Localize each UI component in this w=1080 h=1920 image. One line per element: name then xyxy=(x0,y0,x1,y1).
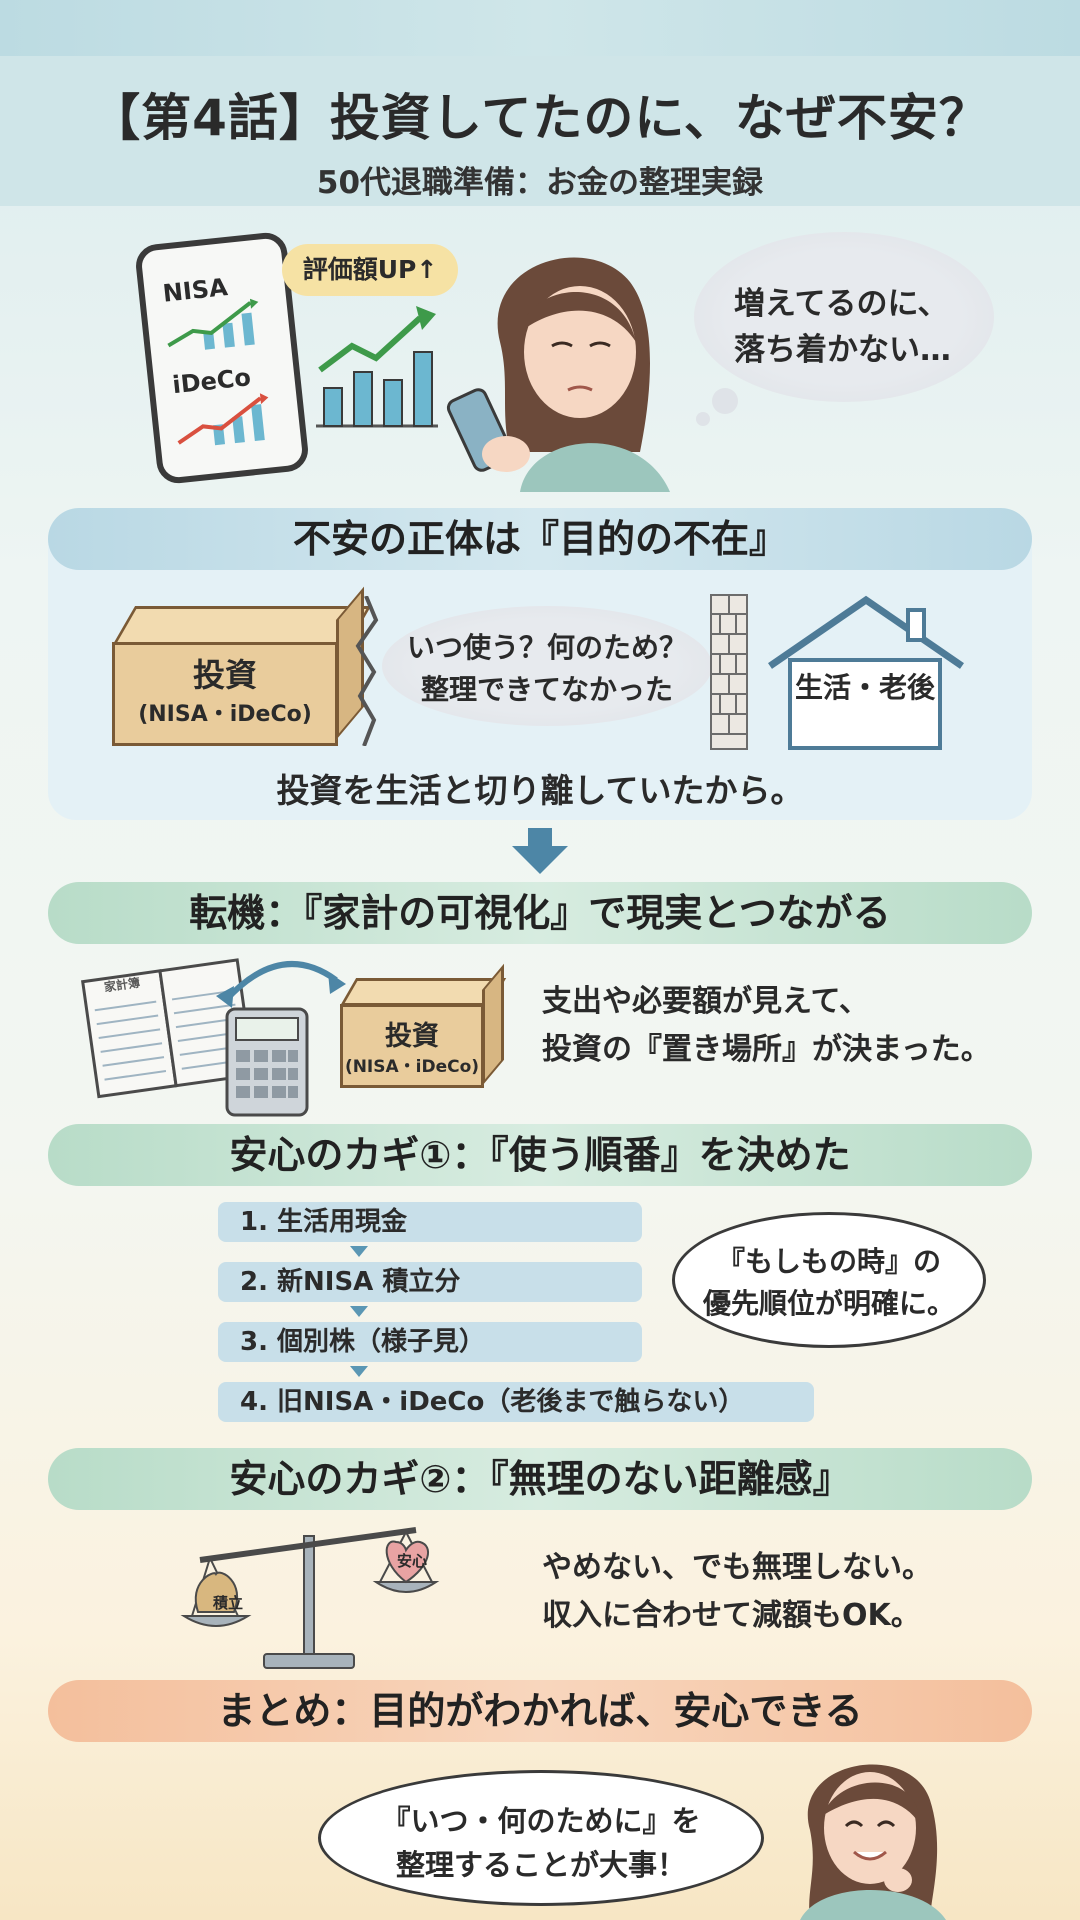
section4-heading: 安心のカギ②：『無理のない距離感』 xyxy=(48,1448,1032,1510)
page-title: 【第4話】投資してたのに、なぜ不安？ xyxy=(90,89,990,147)
section2-line-2: 投資の『置き場所』が決まった。 xyxy=(542,1032,991,1067)
calculator-icon xyxy=(225,1007,309,1117)
thought-dot-small xyxy=(696,412,710,426)
ideco-chart-icon xyxy=(177,393,269,446)
house-label: 生活・老後 xyxy=(794,671,935,704)
thought-dot-large xyxy=(712,388,738,414)
thought-line-1: 増えてるのに、 xyxy=(734,286,949,322)
order-step-2: 2. 新NISA 積立分 xyxy=(218,1262,642,1302)
section2-heading: 転機：『家計の可視化』で現実とつながる xyxy=(48,882,1032,944)
question-cloud xyxy=(382,606,712,726)
step-arrow-2 xyxy=(350,1306,368,1317)
order-step-3: 3. 個別株（様子見） xyxy=(218,1322,642,1362)
box2-subtitle: (NISA・iDeCo) xyxy=(344,1057,480,1077)
box2-title: 投資 xyxy=(385,1021,439,1052)
order-step-4: 4. 旧NISA・iDeCo（老後まで触らない） xyxy=(218,1382,814,1422)
step-arrow-3 xyxy=(350,1366,368,1377)
exchange-arrow-icon xyxy=(216,961,346,1008)
thought-cloud xyxy=(694,232,994,402)
house-icon xyxy=(768,595,964,750)
box-subtitle: (NISA・iDeCo) xyxy=(138,702,312,727)
section2-line-1: 支出や必要額が見えて、 xyxy=(542,984,869,1019)
question-line-2: 整理できてなかった xyxy=(420,673,673,706)
value-badge: 評価額UP↑ xyxy=(282,244,458,296)
phone-illustration: NISA iDeCo xyxy=(133,230,311,486)
box-title: 投資 xyxy=(192,656,257,694)
summary-speech-bubble xyxy=(318,1770,764,1906)
box-top xyxy=(112,606,372,646)
smiling-woman-illustration xyxy=(800,1764,946,1920)
investment-box xyxy=(112,642,338,746)
step-arrow-1 xyxy=(350,1246,368,1257)
investment-box-2 xyxy=(340,1004,484,1088)
summary-line-2: 整理することが大事！ xyxy=(395,1848,686,1882)
title-band xyxy=(0,56,1080,206)
top-band xyxy=(0,0,1080,56)
crack-divider xyxy=(355,596,379,746)
section1-conclusion: 投資を生活と切り離していたから。 xyxy=(276,771,804,810)
priority-line-2: 優先順位が明確に。 xyxy=(702,1287,955,1320)
worried-woman-illustration xyxy=(446,257,670,492)
summary-line-1: 『いつ・何のために』を xyxy=(381,1804,701,1838)
thought-line-2: 落ち着かない… xyxy=(734,332,951,368)
section3-heading: 安心のカギ①：『使う順番』を決めた xyxy=(48,1124,1032,1186)
section4-line-2: 収入に合わせて減額もOK。 xyxy=(542,1598,921,1633)
page-subtitle: 50代退職準備：お金の整理実録 xyxy=(316,165,764,201)
peace-heart-label: 安心 xyxy=(396,1552,427,1570)
summary-heading: まとめ：目的がわかれば、安心できる xyxy=(48,1680,1032,1742)
nisa-chart-icon xyxy=(167,298,259,350)
down-arrow-icon xyxy=(512,828,568,874)
growth-chart-icon xyxy=(316,306,438,428)
section4-line-1: やめない、でも無理しない。 xyxy=(542,1550,932,1585)
balance-scale-icon xyxy=(180,1527,440,1669)
priority-line-1: 『もしもの時』の xyxy=(716,1245,941,1278)
brick-wall-icon xyxy=(710,594,748,750)
priority-speech-bubble xyxy=(672,1212,986,1348)
question-line-1: いつ使う？何のため？ xyxy=(406,631,687,664)
order-step-1: 1. 生活用現金 xyxy=(218,1202,642,1242)
section1-heading: 不安の正体は『目的の不在』 xyxy=(48,508,1032,570)
savings-bag-label: 積立 xyxy=(212,1594,243,1612)
